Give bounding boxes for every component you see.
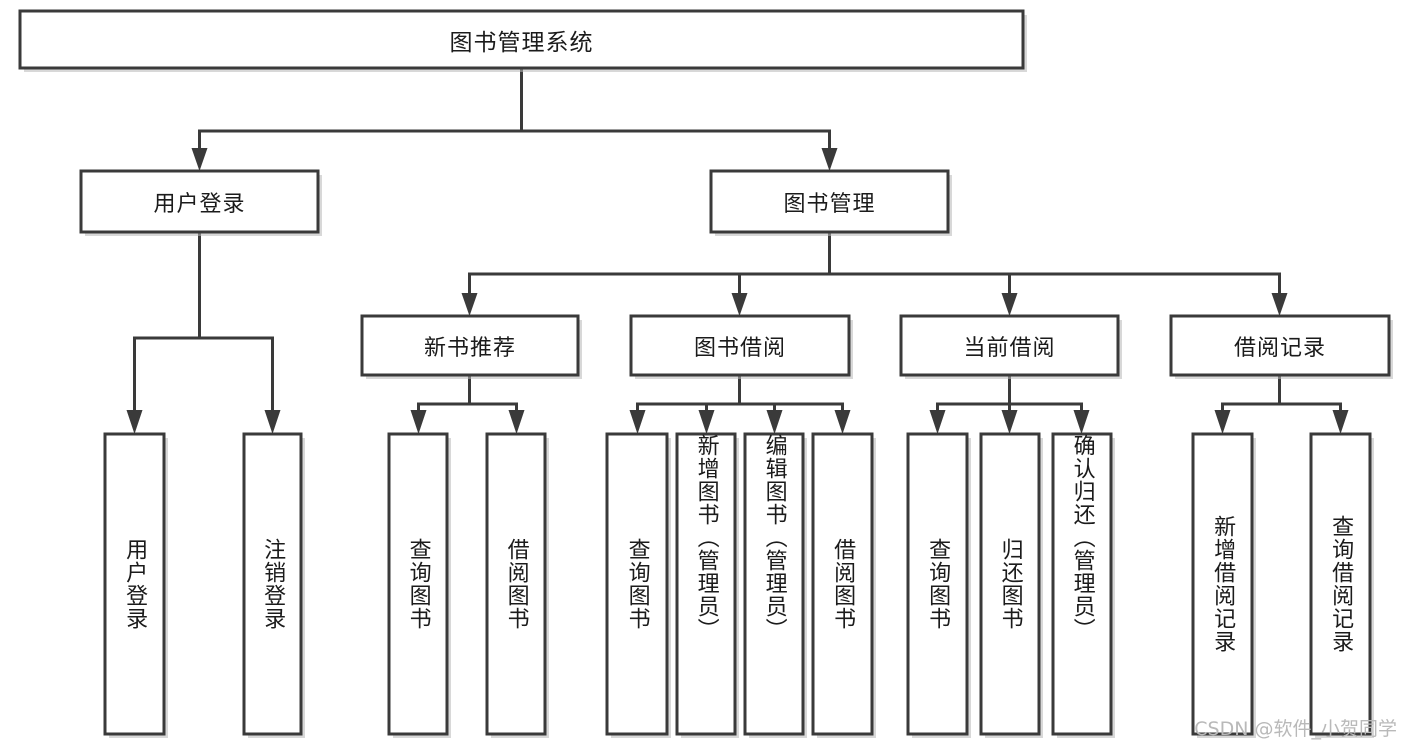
node-borrow-record[interactable] xyxy=(1169,314,1393,379)
node-book-manage[interactable] xyxy=(709,169,952,236)
arrowhead-leaf-query-book-2 xyxy=(629,410,646,434)
arrowhead-current-borrow xyxy=(1001,293,1018,316)
node-user-login[interactable] xyxy=(79,169,322,236)
edge-group-root xyxy=(191,66,838,171)
edge-group-book-borrow xyxy=(629,373,851,434)
edge-group-user-login xyxy=(126,230,281,434)
node-leaf-add-record[interactable] xyxy=(1191,432,1256,738)
edge-group-new-book-rec xyxy=(410,373,525,434)
arrowhead-leaf-return-book xyxy=(1001,410,1018,434)
node-leaf-query-book-2[interactable] xyxy=(605,432,671,738)
arrowhead-leaf-add-book xyxy=(698,410,715,434)
arrowhead-leaf-query-record xyxy=(1332,410,1349,434)
arrowhead-leaf-query-book-1 xyxy=(410,410,427,434)
arrowhead-user-login xyxy=(191,148,208,171)
arrowhead-leaf-query-book-3 xyxy=(929,410,946,434)
arrowhead-leaf-logout xyxy=(264,410,281,434)
arrowhead-book-borrow xyxy=(731,293,748,316)
arrowhead-leaf-borrow-book-1 xyxy=(508,410,525,434)
node-leaf-logout[interactable] xyxy=(242,432,305,738)
node-leaf-confirm-return[interactable] xyxy=(1051,432,1115,738)
node-leaf-return-book[interactable] xyxy=(979,432,1043,738)
node-leaf-query-book-3[interactable] xyxy=(906,432,971,738)
node-leaf-add-book[interactable] xyxy=(675,432,739,738)
arrowhead-leaf-borrow-book-2 xyxy=(834,410,851,434)
node-leaf-borrow-book-2[interactable] xyxy=(811,432,876,738)
arrowhead-leaf-user-login xyxy=(126,410,143,434)
arrowhead-leaf-confirm-return xyxy=(1073,410,1090,434)
node-leaf-query-record[interactable] xyxy=(1309,432,1374,738)
edge-group-current-borrow xyxy=(929,373,1090,434)
node-leaf-borrow-book-1[interactable] xyxy=(485,432,549,738)
node-leaf-edit-book[interactable] xyxy=(743,432,807,738)
node-new-book-rec[interactable] xyxy=(360,314,582,379)
node-root[interactable] xyxy=(18,9,1027,72)
node-current-borrow[interactable] xyxy=(899,314,1122,379)
arrowhead-leaf-add-record xyxy=(1214,410,1231,434)
arrowhead-new-book-rec xyxy=(461,293,478,316)
node-book-borrow[interactable] xyxy=(629,314,853,379)
arrowhead-book-manage xyxy=(821,148,838,171)
arrowhead-leaf-edit-book xyxy=(766,410,783,434)
edge-group-book-manage xyxy=(461,230,1288,316)
node-leaf-user-login[interactable] xyxy=(103,432,168,738)
edge-group-borrow-record xyxy=(1214,373,1349,434)
arrowhead-borrow-record xyxy=(1271,293,1288,316)
node-leaf-query-book-1[interactable] xyxy=(387,432,451,738)
